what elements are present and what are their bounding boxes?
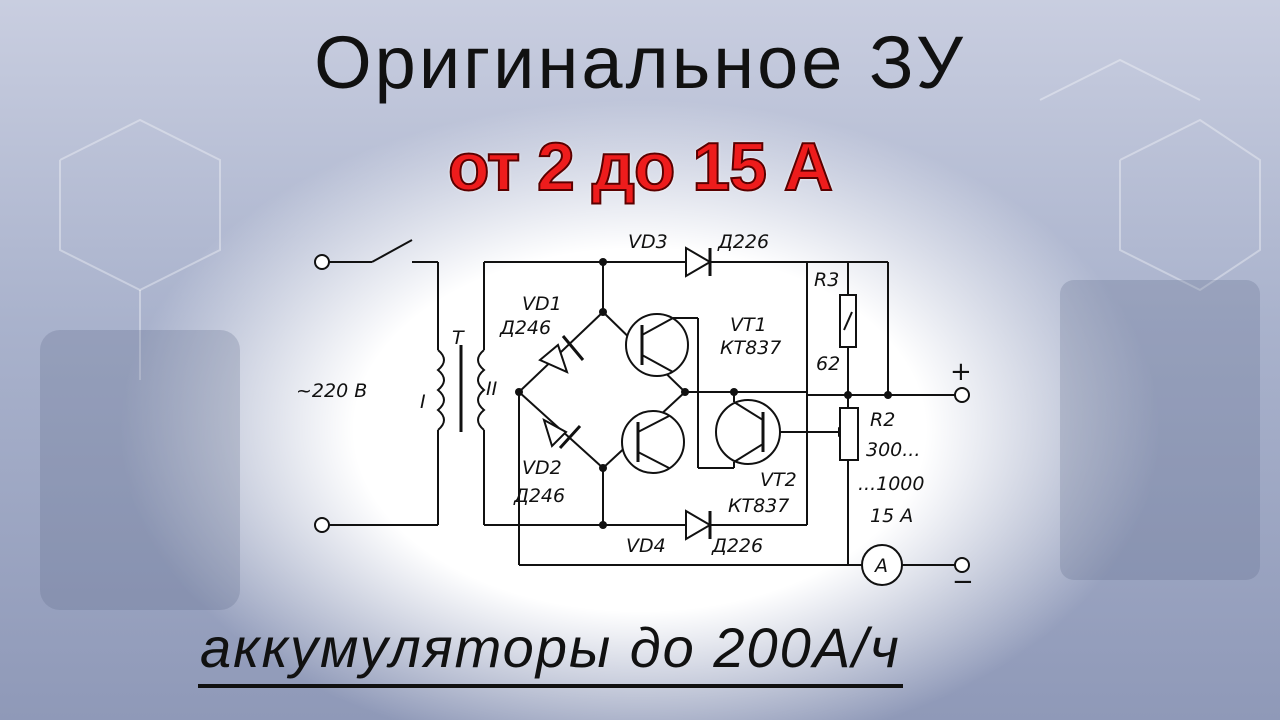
transistor-vt1b — [621, 410, 685, 474]
diode-vd4 — [685, 509, 712, 541]
vt2-type-label: КТ837 — [728, 495, 789, 517]
output-terminal-minus — [954, 557, 970, 573]
mains-terminal-bottom — [314, 517, 330, 533]
vd3-type-label: Д226 — [717, 231, 769, 253]
mains-switch — [329, 239, 438, 263]
ammeter-label: A — [873, 555, 888, 577]
vd3-label: VD3 — [628, 231, 668, 253]
diode-vd1 — [538, 335, 585, 374]
input-voltage-label: ~220 В — [296, 380, 367, 402]
r3-label: R3 — [814, 269, 839, 291]
vd1-type-label: Д246 — [499, 317, 551, 339]
secondary-winding-label: II — [486, 378, 498, 400]
current-range-subtitle: от 2 до 15 А — [447, 128, 834, 206]
output-terminal-plus — [954, 387, 970, 403]
vt1-label: VT1 — [730, 314, 767, 336]
vt2-label: VT2 — [760, 469, 797, 491]
vd1-label: VD1 — [522, 293, 562, 315]
vd2-label: VD2 — [522, 457, 562, 479]
ammeter-range-label: 15 А — [870, 505, 913, 527]
diode-vd2 — [542, 417, 582, 450]
page-title: Оригинальное ЗУ — [314, 21, 966, 104]
transformer-label: T — [452, 327, 465, 349]
r2-value-max-label: ...1000 — [858, 473, 924, 495]
battery-capacity-caption: аккумуляторы до 200А/ч — [198, 612, 903, 688]
vd4-label: VD4 — [626, 535, 666, 557]
r2-value-min-label: 300... — [866, 439, 920, 461]
primary-winding-label: I — [420, 391, 426, 413]
r3-value-label: 62 — [816, 353, 840, 375]
vd4-type-label: Д226 — [711, 535, 763, 557]
resistor-r2 — [839, 407, 859, 461]
transistor-vt2 — [715, 392, 781, 468]
mains-terminal-top — [314, 254, 330, 270]
diode-vd3 — [685, 246, 712, 278]
r2-label: R2 — [870, 409, 895, 431]
transformer — [436, 345, 486, 432]
vd2-type-label: Д246 — [513, 485, 565, 507]
plus-label: + — [950, 357, 972, 387]
minus-label: − — [952, 567, 974, 597]
transistor-vt1 — [625, 313, 699, 468]
vt1-type-label: КТ837 — [720, 337, 781, 359]
